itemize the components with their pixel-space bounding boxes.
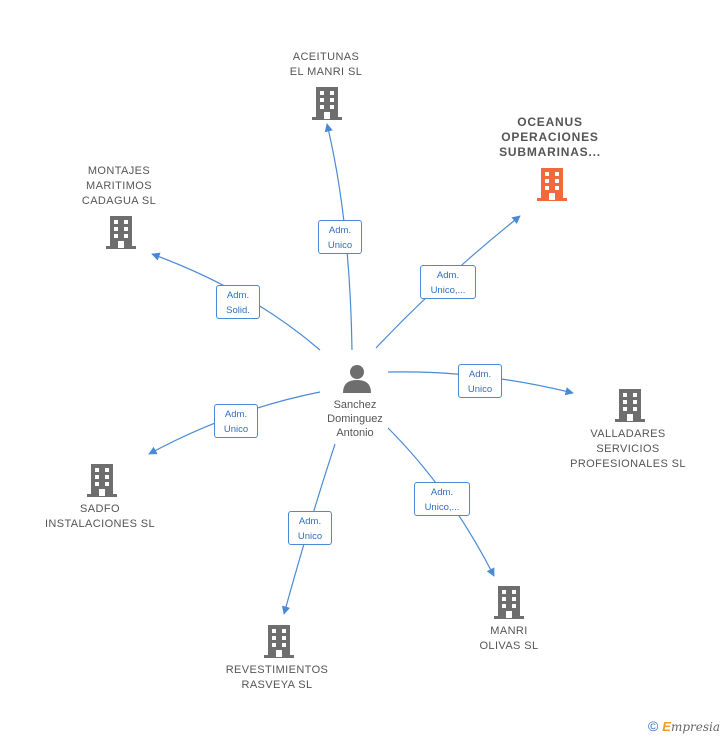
role-box-aceitunas: Adm. Unico xyxy=(318,220,362,254)
company-label-valladares[interactable]: VALLADARES SERVICIOS PROFESIONALES SL xyxy=(570,428,686,470)
building-icon[interactable] xyxy=(536,166,568,202)
building-icon[interactable] xyxy=(263,623,295,659)
role-box-revestimientos: Adm. Unico xyxy=(288,511,332,545)
building-icon[interactable] xyxy=(86,462,118,498)
role-box-sadfo: Adm. Unico xyxy=(214,404,258,438)
company-label-aceitunas[interactable]: ACEITUNAS EL MANRI SL xyxy=(289,51,363,78)
company-label-revestimientos[interactable]: REVESTIMIENTOS RASVEYA SL xyxy=(225,664,329,691)
role-box-oceanus: Adm. Unico,... xyxy=(420,265,476,299)
person-label[interactable]: Sanchez Dominguez Antonio xyxy=(327,399,383,439)
company-label-montajes[interactable]: MONTAJES MARITIMOS CADAGUA SL xyxy=(81,165,157,207)
role-box-valladares: Adm. Unico xyxy=(458,364,502,398)
role-box-montajes: Adm. Solid. xyxy=(216,285,260,319)
building-icon[interactable] xyxy=(614,387,646,423)
company-label-oceanus[interactable]: OCEANUS OPERACIONES SUBMARINAS... xyxy=(499,115,601,159)
role-box-manri: Adm. Unico,... xyxy=(414,482,470,516)
brand-logo-text: mpresia xyxy=(670,720,720,734)
building-icon[interactable] xyxy=(311,85,343,121)
building-icon[interactable] xyxy=(493,584,525,620)
company-label-sadfo[interactable]: SADFO INSTALACIONES SL xyxy=(44,503,156,530)
brand-logo-letter: E xyxy=(662,719,671,734)
person-icon[interactable] xyxy=(341,362,373,394)
building-icon[interactable] xyxy=(105,214,137,250)
copyright-icon: © xyxy=(647,718,659,734)
company-label-manri[interactable]: MANRI OLIVAS SL xyxy=(479,625,539,652)
brand-footer[interactable]: ©Empresia xyxy=(648,718,720,734)
